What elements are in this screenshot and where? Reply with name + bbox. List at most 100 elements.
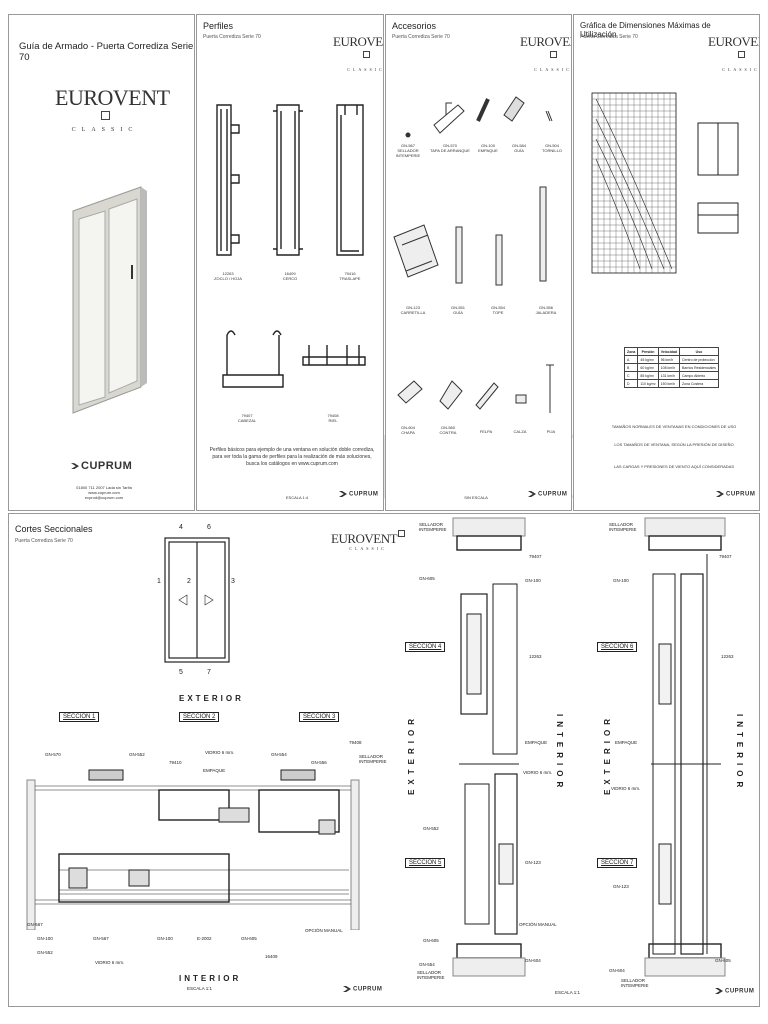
key-number-7: 7 [207,669,211,676]
label-sellador-s7: SELLADOR INTEMPERIE [621,978,649,988]
label-gn605-s5: GN-605 [423,938,439,943]
section-7-label: SECCIÓN 7 [597,858,638,868]
label-vidrio-s4: VIDRIO 6 mm. [523,770,553,775]
section-5-label: SECCIÓN 5 [405,858,446,868]
key-number-1: 1 [157,578,161,585]
label-gn605-s3: GN-605 [241,936,257,941]
dimensions-chart [591,92,677,274]
cuprum-logo-grafica: CUPRUM [716,491,755,498]
interior-label-6: INTERIOR [735,714,744,793]
section-3-label: SECCIÓN 3 [299,712,340,722]
label-vidrio-s2: VIDRIO 6 mm. [205,750,235,755]
vertical-section-6-7-drawing [644,517,726,977]
label-79407-s6: 79407 [719,554,732,559]
cuprum-logo: CUPRUM [71,460,132,472]
section-4-label: SECCIÓN 4 [405,642,446,652]
section-1-label: SECCIÓN 1 [59,712,100,722]
vertical-section-4-5-drawing [452,517,526,977]
cover-panel: Guía de Armado - Puerta Corrediza Serie … [8,14,195,511]
label-empaque-s2: EMPAQUE [203,768,226,773]
acc-label-pija: PIJA [546,429,556,434]
label-gn567-s1: GN-567 [27,922,43,927]
label-empaque-s6: EMPAQUE [615,740,638,745]
label-gn554-s3: GN-554 [271,752,287,757]
label-79408: 79408 [349,740,362,745]
label-gn123-s7: GN-123 [613,884,629,889]
label-gn567-s1b: GN-567 [93,936,109,941]
accesorios-subtitle: Puerta Corrediza Serie 70 [392,34,450,40]
label-79407-s4: 79407 [529,554,542,559]
label-16409: 16409 [265,954,278,959]
label-sellador-s6: SELLADOR INTEMPERIE [609,522,637,532]
horizontal-section-drawing [26,769,360,930]
cortes-panel: Cortes Seccionales Puerta Corrediza Seri… [8,513,760,1007]
grafica-note-1: TAMAÑOS NORMALES DE VENTANAS EN CONDICIO… [611,424,737,429]
label-12263-s6: 12263 [721,654,734,659]
label-gn552-s5: GN-552 [423,826,439,831]
label-vidrio-s6: VIDRIO 6 mm. [611,786,641,791]
table-header-uso: Uso [679,347,719,356]
label-gn100-s1: GN-100 [37,936,53,941]
cortes-scale-horizontal: ESCALA 1:1 [187,986,213,991]
label-empaque-s4: EMPAQUE [525,740,548,745]
label-gn100-s4: GN-100 [525,578,541,583]
label-gn552-b: GN-552 [37,950,53,955]
perfiles-scale: ESCALA 1:4 [285,495,309,500]
key-number-2: 2 [187,578,191,585]
cuprum-logo-accesorios: CUPRUM [528,491,567,498]
cortes-title: Cortes Seccionales [15,524,93,534]
grafica-title: Gráfica de Dimensiones Máximas de Utiliz… [580,21,711,39]
cuprum-logo-cortes-2: CUPRUM [715,988,754,995]
cortes-subtitle: Puerta Corrediza Serie 70 [15,538,73,544]
section-key-plan [164,537,230,663]
grafica-note-2: LOS TAMAÑOS DE VENTANA, SEGÚN LA PRESIÓN… [614,442,734,447]
acc-label-felpa: FELPA [479,429,493,434]
perfiles-title: Perfiles [203,21,234,31]
label-12263-s4: 12263 [529,654,542,659]
exterior-label-6: EXTERIOR [603,714,612,795]
label-gn100-s6: GN-100 [613,578,629,583]
grafica-subtitle: Puerta Corrediza Serie 70 [580,34,638,40]
label-gn605-s4: GN-605 [419,576,435,581]
label-79410: 79410 [169,760,182,765]
key-number-5: 5 [179,669,183,676]
label-e2002: E-2002 [197,936,212,941]
perfiles-subtitle: Puerta Corrediza Serie 70 [203,34,261,40]
cover-contact-email: ecprod@cuprum.com [84,495,124,500]
accesorios-scale: SIN ESCALA [464,495,488,500]
acc-label-calza: CALZA [513,429,527,434]
section-6-label: SECCIÓN 6 [597,642,638,652]
table-header-velocidad: Velocidad [657,347,681,356]
section-2-label: SECCIÓN 2 [179,712,220,722]
accesorios-title: Accesorios [392,21,437,31]
label-gn105-s7: GN-605 [715,958,731,963]
label-gn123-s5: GN-123 [525,860,541,865]
label-gn556-s3: GN-556 [311,760,327,765]
label-gn552: GN-552 [129,752,145,757]
label-sellador-s5: SELLADOR INTEMPERIE [417,970,445,980]
grafica-note-3: LAS CARGAS Y PRESIONES DE VIENTO AQUÍ CO… [613,464,735,469]
cuprum-logo-cortes-1: CUPRUM [343,986,382,993]
